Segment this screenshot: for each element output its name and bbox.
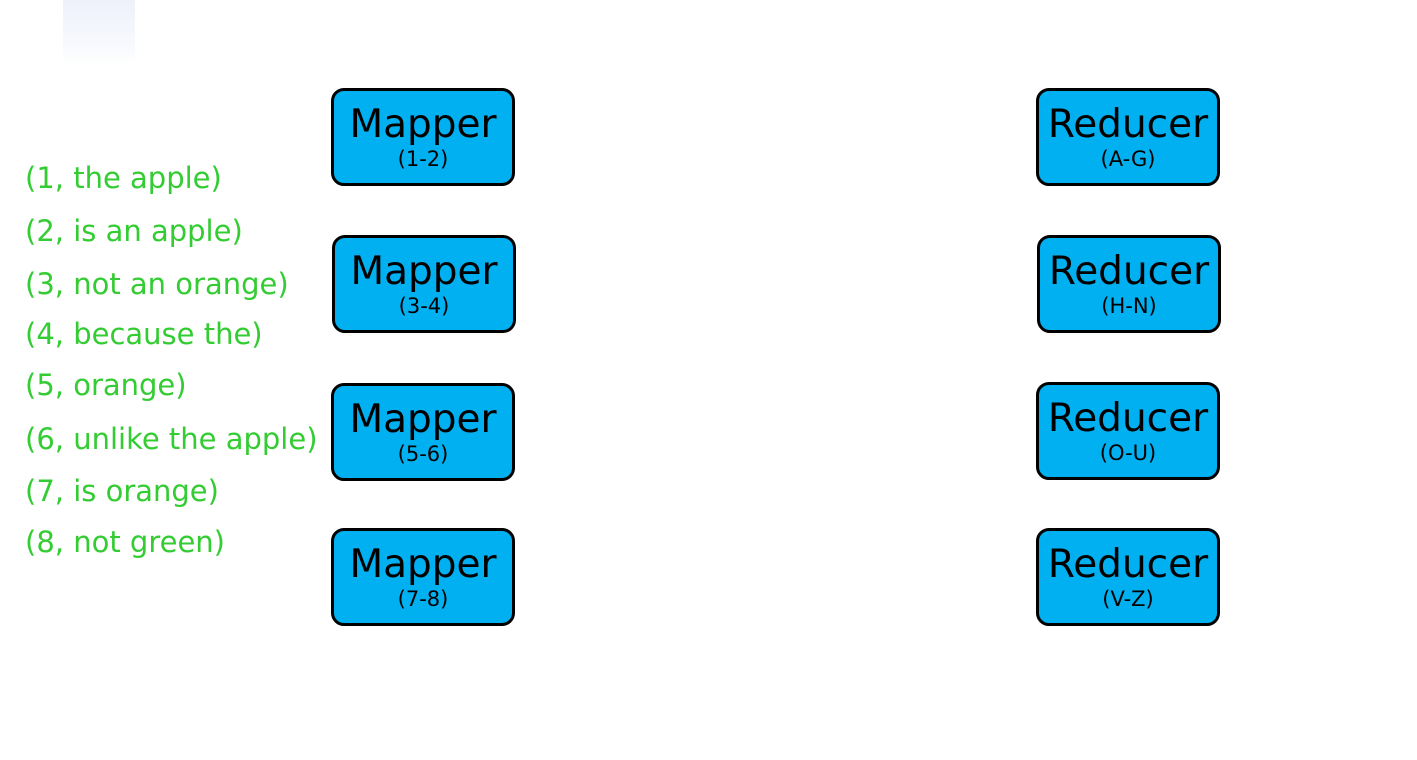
mapper-node-3: Mapper (5-6): [331, 383, 515, 481]
reducer-title: Reducer: [1047, 102, 1209, 147]
mapper-title: Mapper: [350, 249, 498, 294]
reducer-title: Reducer: [1047, 396, 1209, 441]
record-2: (2, is an apple): [25, 214, 243, 248]
reducer-range: (V-Z): [1102, 587, 1154, 611]
mapper-range: (3-4): [398, 294, 450, 318]
corner-highlight: [63, 0, 135, 66]
record-5: (5, orange): [25, 368, 187, 402]
reducer-node-4: Reducer (V-Z): [1036, 528, 1220, 626]
reducer-range: (H-N): [1101, 294, 1157, 318]
mapper-node-1: Mapper (1-2): [331, 88, 515, 186]
mapper-title: Mapper: [349, 542, 497, 587]
reducer-title: Reducer: [1047, 542, 1209, 587]
mapper-node-2: Mapper (3-4): [332, 235, 516, 333]
record-4: (4, because the): [25, 317, 263, 351]
record-1: (1, the apple): [25, 161, 222, 195]
mapper-range: (7-8): [397, 587, 449, 611]
record-8: (8, not green): [25, 525, 225, 559]
reducer-range: (O-U): [1099, 441, 1157, 465]
record-3: (3, not an orange): [25, 267, 289, 301]
reducer-range: (A-G): [1100, 147, 1156, 171]
mapper-range: (1-2): [397, 147, 449, 171]
mapper-range: (5-6): [397, 442, 449, 466]
reducer-node-1: Reducer (A-G): [1036, 88, 1220, 186]
reducer-title: Reducer: [1048, 249, 1210, 294]
record-6: (6, unlike the apple): [25, 422, 318, 456]
input-records: (1, the apple) (2, is an apple) (3, not …: [25, 0, 325, 600]
mapper-node-4: Mapper (7-8): [331, 528, 515, 626]
reducer-node-3: Reducer (O-U): [1036, 382, 1220, 480]
record-7: (7, is orange): [25, 474, 219, 508]
mapper-title: Mapper: [349, 397, 497, 442]
reducer-node-2: Reducer (H-N): [1037, 235, 1221, 333]
mapper-title: Mapper: [349, 102, 497, 147]
